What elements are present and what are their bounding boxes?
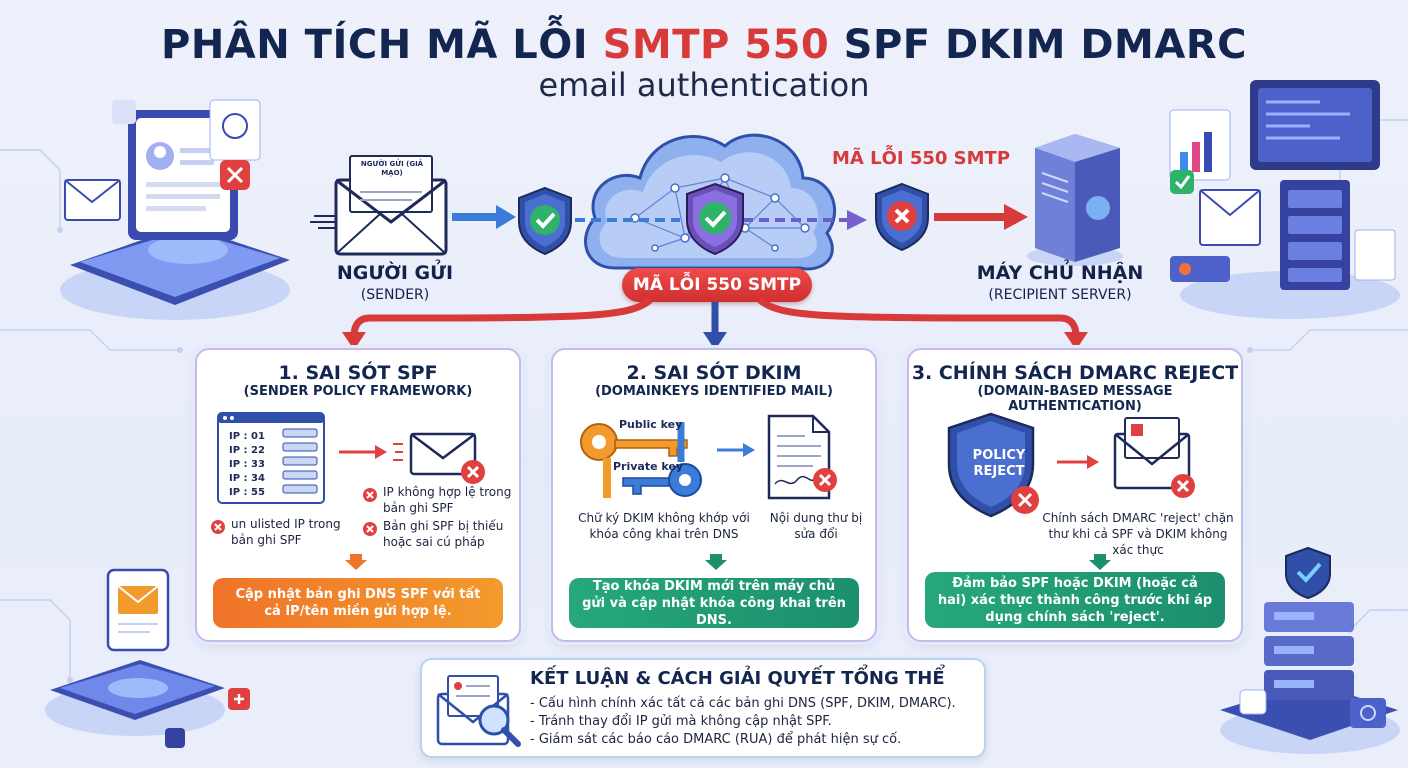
dmarc-issue-policy: Chính sách DMARC 'reject' chặn thư khi c… <box>1042 511 1234 557</box>
spf-issue-syntax: Bản ghi SPF bị thiếu hoặc sai cú pháp <box>383 519 504 549</box>
email-search-icon <box>436 675 521 747</box>
conclusion-title: KẾT LUẬN & CÁCH GIẢI QUYẾT TỔNG THỂ <box>530 668 945 689</box>
page-title: PHÂN TÍCH MÃ LỖI SMTP 550 SPF DKIM DMARC <box>0 22 1408 68</box>
public-key-label: Public key <box>619 418 683 431</box>
ip-entry: IP : 01 <box>229 431 265 442</box>
error-code-pill: MÃ LỖI 550 SMTP <box>622 268 812 302</box>
down-arrow-icon <box>705 554 727 570</box>
sender-title: NGƯỜI GỬI <box>336 262 454 284</box>
down-arrow-icon <box>345 554 367 570</box>
spf-fix-box: Cập nhật bản ghi DNS SPF với tất cả IP/t… <box>213 578 503 628</box>
conclusion-item: - Tránh thay đổi IP gửi mà không cập nhậ… <box>530 714 832 729</box>
dkim-issue-modified-content: Nội dung thư bị sửa đổi <box>769 511 863 541</box>
dkim-card: 2. SAI SÓT DKIM (DOMAINKEYS IDENTIFIED M… <box>551 348 877 642</box>
conclusion-item: - Giám sát các báo cáo DMARC (RUA) để ph… <box>530 732 902 747</box>
spf-check-shield-icon <box>518 186 572 256</box>
x-bullet-icon <box>363 522 377 536</box>
spf-issue-invalid-ip: IP không hợp lệ trong bản ghi SPF <box>383 485 512 515</box>
policy-reject-shield-icon <box>947 412 1039 518</box>
title-highlight: SMTP 550 <box>602 22 830 68</box>
badge-line-1: POLICY <box>972 448 1026 463</box>
dmarc-rejected-envelope <box>1057 417 1195 498</box>
spf-card: 1. SAI SÓT SPF (SENDER POLICY FRAMEWORK)… <box>195 348 521 642</box>
ip-entry: IP : 34 <box>229 473 265 484</box>
conclusion-box: KẾT LUẬN & CÁCH GIẢI QUYẾT TỔNG THỂ - Cấ… <box>420 658 986 758</box>
recipient-title: MÁY CHỦ NHẬN <box>976 262 1144 284</box>
ip-entry: IP : 33 <box>229 459 265 470</box>
recipient-server-icon <box>1027 134 1123 266</box>
dkim-fix-box: Tạo khóa DKIM mới trên máy chủ gửi và cậ… <box>569 578 859 628</box>
x-bullet-icon <box>363 488 377 502</box>
sender-label: NGƯỜI GỬI (SENDER) <box>300 262 490 303</box>
dmarc-card-subtitle: (DOMAIN-BASED MESSAGE AUTHENTICATION) <box>977 384 1173 414</box>
dmarc-card-title: 3. CHÍNH SÁCH DMARC REJECT <box>911 362 1239 384</box>
page-subtitle: email authentication <box>538 66 870 104</box>
sender-envelope-icon <box>334 155 448 256</box>
speed-lines <box>310 215 336 229</box>
server-stack-shield-illustration <box>1220 546 1400 754</box>
badge-line-2: REJECT <box>973 464 1025 479</box>
down-arrow-icon <box>1089 554 1111 570</box>
spf-card-subtitle: (SENDER POLICY FRAMEWORK) <box>243 384 473 399</box>
servers-dashboard-illustration <box>1169 80 1400 319</box>
ip-entry: IP : 22 <box>229 445 265 456</box>
x-bullet-icon <box>211 520 225 534</box>
dashed-flow-arrow <box>575 210 867 230</box>
envelope-label: NGƯỜI GỬI (GIẢ MẠO) <box>360 160 424 177</box>
dkim-arrow <box>717 443 755 457</box>
spf-rejected-envelope <box>339 432 485 484</box>
dmarc-fix-box: Đảm bảo SPF hoặc DKIM (hoặc cả hai) xác … <box>925 572 1225 628</box>
laptop-email-illustration <box>60 99 290 320</box>
arrow-sender-to-shield <box>452 205 516 229</box>
dkim-keys-icon <box>580 422 702 498</box>
spf-issue-unlisted-ip: un ulisted IP trong bản ghi SPF <box>231 517 341 547</box>
dkim-check-shield-icon <box>686 182 744 256</box>
email-platform-illustration <box>45 568 250 748</box>
conclusion-item: - Cấu hình chính xác tất cả các bản ghi … <box>530 696 956 711</box>
private-key-label: Private key <box>613 460 684 473</box>
policy-reject-badge-text: POLICY REJECT <box>957 448 1041 480</box>
title-part1: PHÂN TÍCH MÃ LỖI <box>161 22 603 68</box>
signed-document-icon <box>767 414 837 500</box>
ip-list: IP : 01 IP : 22 IP : 33 IP : 34 IP : 55 <box>229 430 265 500</box>
error-code-label-top: MÃ LỖI 550 SMTP <box>832 148 1011 169</box>
dkim-card-subtitle: (DOMAINKEYS IDENTIFIED MAIL) <box>595 384 833 399</box>
dmarc-card: 3. CHÍNH SÁCH DMARC REJECT (DOMAIN-BASED… <box>907 348 1243 642</box>
branch-arrows <box>342 297 1088 350</box>
spf-card-title: 1. SAI SÓT SPF <box>278 362 438 384</box>
sender-subtitle: (SENDER) <box>360 287 430 303</box>
reject-arrow <box>934 204 1028 230</box>
ip-entry: IP : 55 <box>229 487 265 498</box>
recipient-label: MÁY CHỦ NHẬN (RECIPIENT SERVER) <box>960 262 1160 303</box>
recipient-subtitle: (RECIPIENT SERVER) <box>988 287 1132 303</box>
dkim-issue-signature-mismatch: Chữ ký DKIM không khớp với khóa công kha… <box>578 511 750 541</box>
ip-list-window <box>217 412 325 504</box>
title-part2: SPF DKIM DMARC <box>829 22 1247 68</box>
dmarc-reject-shield-icon <box>875 182 929 252</box>
dkim-card-title: 2. SAI SÓT DKIM <box>626 362 802 384</box>
